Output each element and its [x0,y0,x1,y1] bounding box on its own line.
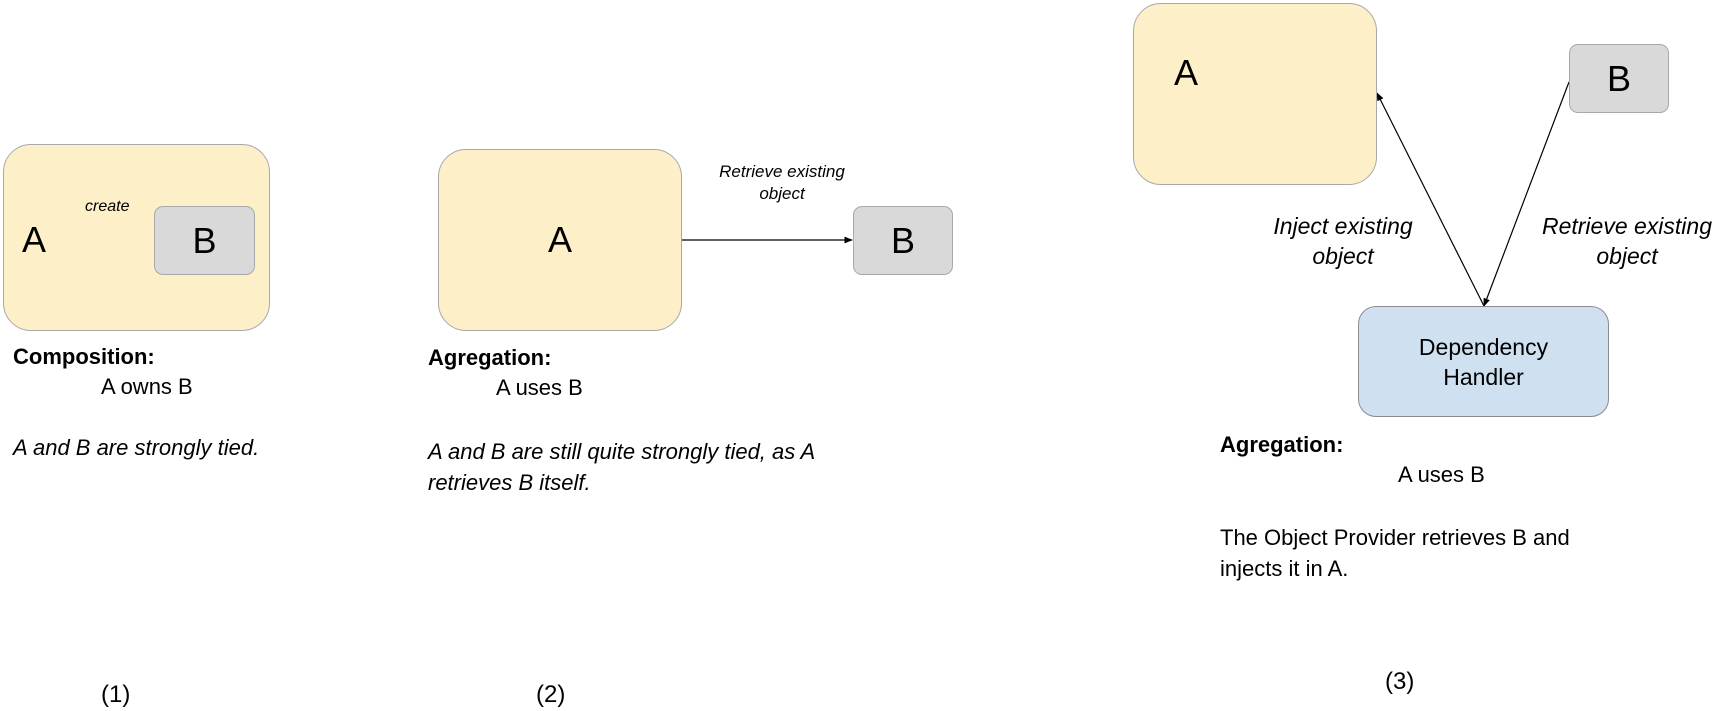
panel1-box-b: B [154,206,255,275]
panel3-box-a-label: A [1174,52,1199,93]
panel1-box-a-label: A [22,219,47,260]
panel1-relation: A owns B [101,374,193,399]
panel2-edge-label: Retrieve existing object [706,161,858,205]
panel3-box-a [1133,3,1377,185]
panel3-box-b-label: B [1606,57,1631,99]
panel2-box-a: A [438,149,682,331]
panel1-number: (1) [101,681,131,708]
panel2-edge-label-line1: Retrieve existing [719,162,845,181]
panel3-number: (3) [1385,668,1415,695]
inject-arrow [1376,92,1485,307]
retrieve-label-line1: Retrieve existing [1541,213,1713,239]
panel2-box-a-label: A [547,219,572,260]
panel1-description: A and B are strongly tied. [13,435,260,460]
retrieve-handler-arrow [1483,81,1570,307]
panel1-box-b-label: B [192,219,217,261]
panel2-description: A and B are still quite strongly tied, a… [428,436,815,498]
panel3-description-line1: The Object Provider retrieves B and [1220,525,1570,550]
panel3-description: The Object Provider retrieves B and inje… [1220,522,1570,584]
inject-label: Inject existing object [1248,211,1438,271]
panel1-heading: Composition: [13,344,155,369]
panel2-box-b-label: B [890,219,915,261]
panel2-number: (2) [536,681,566,708]
handler-label-line2: Handler [1443,363,1524,390]
handler-label-line1: Dependency [1418,333,1549,360]
panel2-edge-label-line2: object [759,184,805,203]
panel3-description-line2: injects it in A. [1220,556,1349,581]
panel3-heading: Agregation: [1220,432,1344,457]
panel2-relation: A uses B [496,375,583,400]
panel2-heading: Agregation: [428,345,552,370]
panel2-description-line1: A and B are still quite strongly tied, a… [428,439,816,464]
panel1-edge-label: create [85,198,130,215]
panel2-box-b: B [853,206,953,275]
inject-label-line1: Inject existing [1273,213,1413,239]
retrieve-label-line2: object [1596,243,1658,269]
retrieve-label: Retrieve existing object [1532,211,1722,271]
panel3-relation: A uses B [1398,462,1485,487]
panel2-description-line2: retrieves B itself. [428,470,591,495]
dependency-handler-box: Dependency Handler [1358,306,1609,417]
inject-label-line2: object [1312,243,1374,269]
panel3-box-b: B [1569,44,1669,113]
